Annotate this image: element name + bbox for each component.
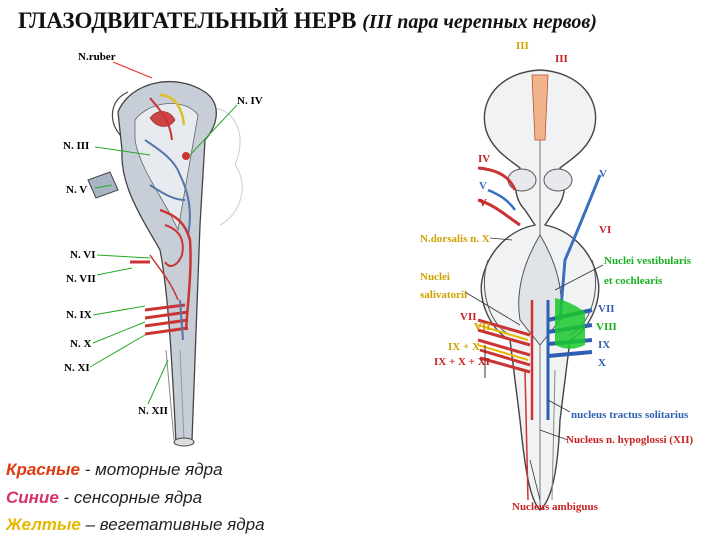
label-n-ruber: N.ruber <box>78 51 116 63</box>
legend-sensory-key: Синие <box>6 488 59 507</box>
label-salivatorii-1: Nuclei <box>420 271 450 283</box>
legend-motor-key: Красные <box>6 460 80 479</box>
legend-autonomic-key: Желтые <box>6 515 81 534</box>
label-viii: VIII <box>596 321 617 333</box>
right-brainstem: III III IV V V V N.dorsalis n. X VI Nucl… <box>420 40 693 513</box>
label-n-x: N. X <box>70 338 91 350</box>
label-n-vii: N. VII <box>66 273 96 285</box>
label-n-vi: N. VI <box>70 249 95 261</box>
label-ix-x: IX + X <box>448 341 480 353</box>
legend-autonomic: Желтые – вегетативные ядра <box>6 515 265 534</box>
label-v-right: V <box>599 168 607 180</box>
label-vii-left-1: VII <box>460 311 477 323</box>
label-n-xii: N. XII <box>138 405 168 417</box>
legend-sensory: Синие - сенсорные ядра <box>6 488 203 507</box>
label-n-ix: N. IX <box>66 309 92 321</box>
left-brainstem: N.ruber N. IV N. III N. V N. VI N. VII N… <box>63 51 263 447</box>
label-n-v: N. V <box>66 184 87 196</box>
page-title: ГЛАЗОДВИГАТЕЛЬНЫЙ НЕРВ (III пара черепны… <box>18 8 597 34</box>
label-n-iii: N. III <box>63 140 89 152</box>
title-sub: (III пара черепных нервов) <box>362 11 597 33</box>
label-vi: VI <box>599 224 611 236</box>
label-iii-top: III <box>516 40 529 52</box>
label-n-iv: N. IV <box>237 95 263 107</box>
label-dorsalis: N.dorsalis n. X <box>420 233 490 245</box>
label-salivatorii-2: salivatorii <box>420 289 467 301</box>
label-vestibularis-1: Nuclei vestibularis <box>604 255 692 267</box>
label-n-xi: N. XI <box>64 362 90 374</box>
label-vii-left-2: VII <box>474 321 491 333</box>
legend-sensory-desc: сенсорные ядра <box>73 488 203 507</box>
label-vii-right: VII <box>598 303 615 315</box>
legend-autonomic-desc: вегетативные ядра <box>99 515 265 534</box>
label-iii-right: III <box>555 53 568 65</box>
label-v-blue: V <box>479 180 487 192</box>
label-x-right: X <box>598 357 606 369</box>
legend-motor: Красные - моторные ядра <box>6 460 223 479</box>
label-hypoglossi: Nucleus n. hypoglossi (XII) <box>566 434 693 446</box>
label-ambiguus: Nucleus ambiguus <box>512 501 599 513</box>
label-vestibularis-2: et cochlearis <box>604 275 663 287</box>
label-ix-x-xi: IX + X + XI <box>434 356 490 368</box>
label-tractus: nucleus tractus solitarius <box>571 409 689 421</box>
label-iv: IV <box>478 153 490 165</box>
legend-motor-desc: моторные ядра <box>95 460 223 479</box>
label-ix-right: IX <box>598 339 610 351</box>
title-main: ГЛАЗОДВИГАТЕЛЬНЫЙ НЕРВ <box>18 8 357 33</box>
label-v-red: V <box>479 197 487 209</box>
